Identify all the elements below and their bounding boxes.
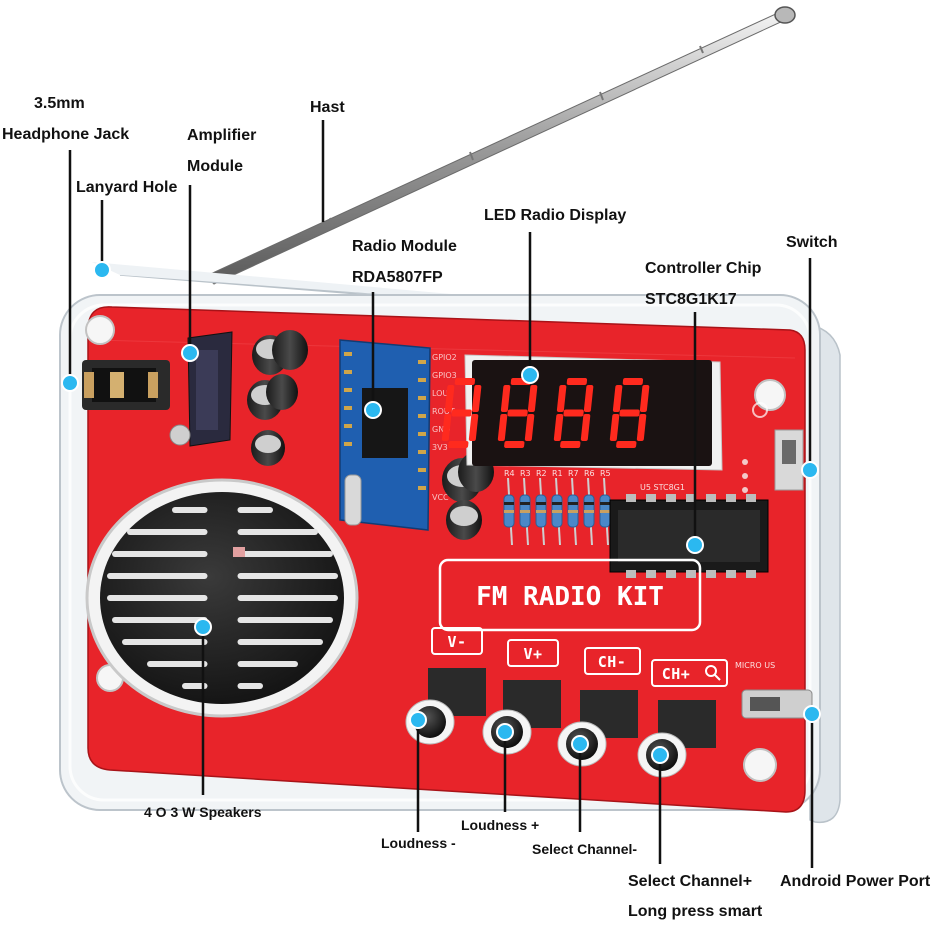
display-segment (616, 441, 637, 448)
resistor-label: R6 (584, 469, 595, 478)
button-label-volume-up: V+ (523, 645, 542, 663)
label-amplifier-line1: Amplifier (187, 127, 257, 144)
display-segment (441, 414, 452, 441)
label-radio-module-line1: Radio Module (352, 238, 457, 255)
display-segment (527, 385, 538, 412)
headphone-jack (82, 360, 170, 410)
label-hast: Hast (310, 99, 345, 116)
svg-text:GPIO2: GPIO2 (432, 353, 457, 362)
micro-usb-port (741, 689, 813, 719)
power-switch (742, 429, 804, 493)
display-segment (556, 385, 567, 412)
mounting-holes (85, 315, 786, 782)
resistor-label: R4 (504, 469, 515, 478)
resistor-row: R4 R3 R2 R1 R7 R6 R5 (503, 469, 611, 546)
label-controller-line2: STC8G1K17 (645, 291, 737, 308)
display-segment (500, 385, 511, 412)
label-select-channel-minus: Select Channel- (532, 841, 638, 857)
display-segment (566, 378, 588, 385)
display-segment (560, 441, 581, 448)
display-segment (639, 385, 650, 412)
display-segment (636, 414, 647, 441)
label-led-display: LED Radio Display (484, 207, 627, 224)
svg-text:GND: GND (432, 425, 450, 434)
resistor: R2 (535, 469, 547, 546)
display-segment (507, 409, 528, 417)
kit-label-panel: FM RADIO KIT (438, 558, 702, 632)
resistor: R4 (503, 469, 515, 546)
display-digit (553, 378, 594, 448)
capacitors-left (247, 330, 308, 466)
svg-text:VCC: VCC (432, 493, 449, 502)
label-headphone-line2: Headphone Jack (2, 126, 130, 143)
button-label-panels: V- V+ CH- CH+ MICRO US (431, 627, 775, 687)
display-segment (468, 414, 479, 441)
label-amplifier-line2: Module (187, 158, 243, 175)
speaker-tag (233, 547, 245, 557)
display-segment (451, 409, 472, 417)
resistor: R3 (519, 469, 531, 546)
label-speakers: 4 O 3 W Speakers (144, 804, 262, 820)
kit-label: FM RADIO KIT (476, 582, 664, 612)
micro-usb-silk: MICRO US (735, 661, 775, 670)
label-lanyard-hole: Lanyard Hole (76, 179, 178, 196)
search-icon (705, 665, 721, 681)
callout-dots (61, 261, 821, 764)
resistor: R7 (567, 469, 579, 546)
resistor: R1 (551, 469, 563, 546)
svg-text:GPIO3: GPIO3 (432, 371, 457, 380)
chip-silk-label: U5 STC8G1 (640, 483, 685, 492)
amplifier-module (169, 331, 233, 447)
callout-leaders (68, 120, 814, 868)
resistor-label: R1 (552, 469, 563, 478)
label-select-channel-plus: Select Channel+ (628, 873, 753, 890)
antenna-icon (205, 6, 796, 285)
display-segment (580, 414, 591, 441)
display-segment (553, 414, 564, 441)
display-segment (444, 385, 455, 412)
label-controller-line1: Controller Chip (645, 260, 762, 277)
radio-module: GPIO2 GPIO3 LOUT ROUT GND 3V3 VCC (339, 339, 457, 531)
display-segment (609, 414, 620, 441)
display-segment (583, 385, 594, 412)
label-loudness-plus: Loudness + (461, 817, 540, 833)
resistor-label: R2 (536, 469, 547, 478)
resistor: R6 (583, 469, 595, 546)
display-segment (612, 385, 623, 412)
display-segment (448, 441, 469, 448)
display-segment (622, 378, 644, 385)
display-segment (471, 385, 482, 412)
resistor-label: R5 (600, 469, 611, 478)
label-headphone-line1: 3.5mm (34, 95, 85, 112)
label-power-port: Android Power Port (780, 873, 931, 890)
label-long-press: Long press smart (628, 903, 763, 920)
display-segment (504, 441, 525, 448)
speaker-icon (85, 478, 359, 718)
button-label-channel-down: CH- (598, 653, 627, 671)
label-loudness-minus: Loudness - (381, 835, 456, 851)
seven-segment-display-icon (441, 354, 723, 471)
button-label-channel-up: CH+ (662, 665, 691, 683)
button-label-volume-down: V- (447, 633, 466, 651)
svg-text:3V3: 3V3 (432, 443, 448, 452)
label-switch: Switch (786, 234, 838, 251)
svg-text:ROUT: ROUT (432, 407, 455, 416)
display-segment (619, 409, 640, 417)
resistor-label: R7 (568, 469, 579, 478)
display-segment (497, 414, 508, 441)
display-segment (454, 378, 476, 385)
resistor-label: R3 (520, 469, 531, 478)
display-segment (524, 414, 535, 441)
display-digits (441, 378, 650, 448)
display-segment (563, 409, 584, 417)
svg-text:LOUT: LOUT (432, 389, 453, 398)
display-digit (441, 378, 482, 448)
label-radio-module-line2: RDA5807FP (352, 269, 443, 286)
display-digit (609, 378, 650, 448)
